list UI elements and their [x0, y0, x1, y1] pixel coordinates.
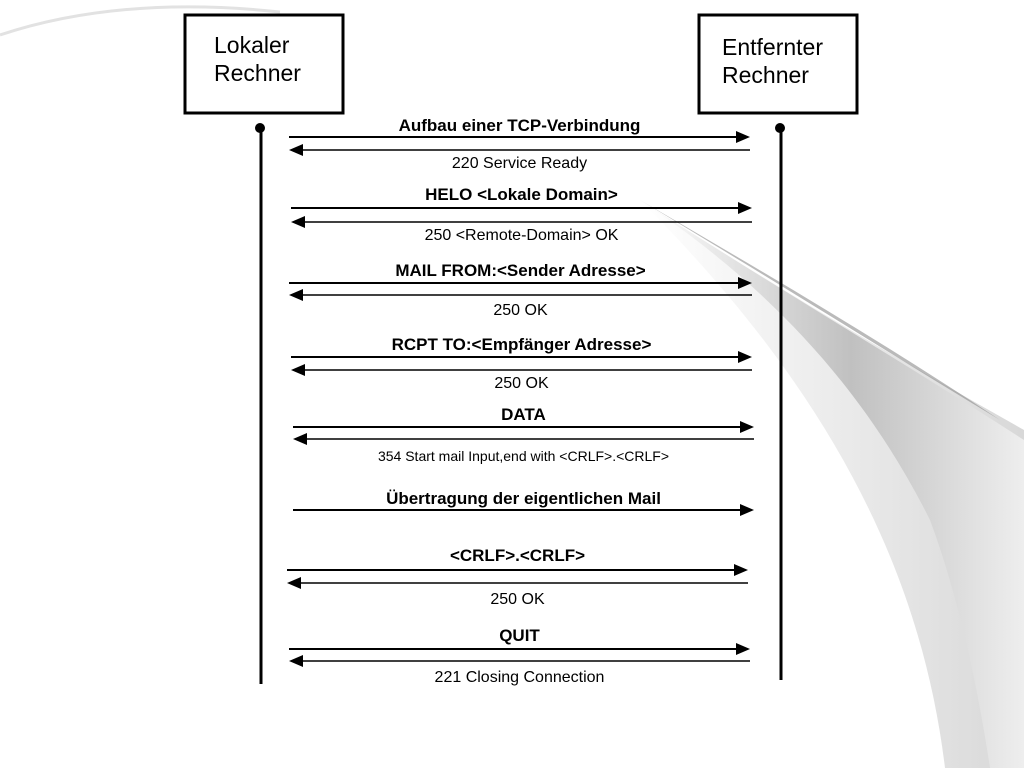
response-label: 250 OK — [493, 302, 548, 319]
message-7: <CRLF>.<CRLF> 250 OK — [287, 546, 748, 608]
decorative-swoosh-band — [640, 200, 1024, 768]
response-label: 354 Start mail Input,end with <CRLF>.<CR… — [378, 448, 669, 464]
response-label: 220 Service Ready — [452, 155, 587, 172]
participant-remote-line2: Rechner — [722, 62, 809, 88]
response-arrow — [291, 216, 752, 228]
request-label: MAIL FROM:<Sender Adresse> — [395, 261, 645, 280]
request-arrow — [291, 202, 752, 214]
response-label: 250 OK — [490, 591, 545, 608]
response-label: 250 <Remote-Domain> OK — [425, 227, 619, 244]
message-5: DATA 354 Start mail Input,end with <CRLF>… — [293, 405, 754, 464]
participant-remote-line1: Entfernter — [722, 34, 823, 60]
response-arrow — [289, 289, 752, 301]
request-label: <CRLF>.<CRLF> — [450, 546, 585, 565]
request-label: Übertragung der eigentlichen Mail — [386, 489, 661, 508]
response-arrow — [293, 433, 754, 445]
request-arrow — [293, 421, 754, 433]
response-arrow — [287, 577, 748, 589]
request-label: HELO <Lokale Domain> — [425, 185, 618, 204]
response-arrow — [291, 364, 752, 376]
response-arrow — [289, 144, 750, 156]
request-arrow — [289, 131, 750, 143]
message-4: RCPT TO:<Empfänger Adresse> 250 OK — [291, 335, 752, 392]
request-arrow — [291, 351, 752, 363]
request-arrow — [289, 643, 750, 655]
participant-local-line1: Lokaler — [214, 32, 290, 58]
request-label: RCPT TO:<Empfänger Adresse> — [392, 335, 652, 354]
request-arrow — [293, 504, 754, 516]
response-label: 221 Closing Connection — [435, 669, 605, 686]
message-8: QUIT 221 Closing Connection — [289, 626, 750, 686]
message-6: Übertragung der eigentlichen Mail — [293, 489, 754, 516]
participant-remote: Entfernter Rechner — [697, 13, 859, 115]
participant-local-line2: Rechner — [214, 60, 301, 86]
request-label: QUIT — [499, 626, 540, 645]
message-3: MAIL FROM:<Sender Adresse> 250 OK — [289, 261, 752, 319]
response-arrow — [289, 655, 750, 667]
message-2: HELO <Lokale Domain> 250 <Remote-Domain> … — [291, 185, 752, 244]
decorative-swoosh — [640, 200, 1024, 768]
request-label: DATA — [501, 405, 546, 424]
participant-local: Lokaler Rechner — [183, 13, 345, 115]
request-arrow — [289, 277, 752, 289]
request-label: Aufbau einer TCP-Verbindung — [399, 116, 641, 135]
request-arrow — [287, 564, 748, 576]
decorative-arc — [0, 5, 281, 37]
response-label: 250 OK — [494, 375, 549, 392]
message-1: Aufbau einer TCP-Verbindung 220 Service R… — [289, 116, 750, 172]
decorative-swoosh-dark — [640, 200, 1000, 420]
message-layer: Aufbau einer TCP-Verbindung 220 Service R… — [287, 116, 754, 686]
